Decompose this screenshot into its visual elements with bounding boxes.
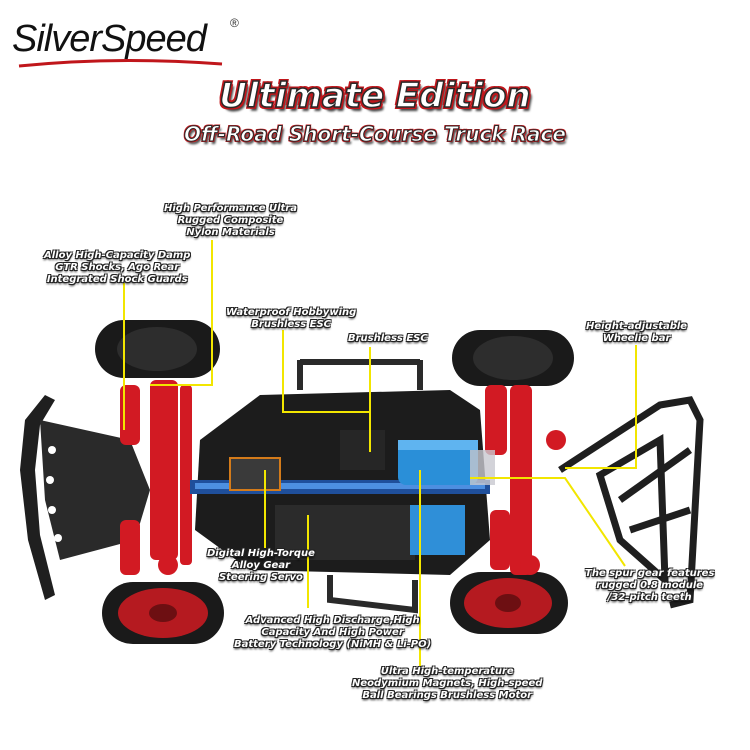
- callout-shocks-line-2: GTR Shocks, Ago Rear: [55, 262, 180, 273]
- rear-left-wheel: [452, 330, 574, 386]
- rear-suspension: [485, 385, 566, 575]
- callout-motor-line-3: Ball Bearings Brushless Motor: [362, 690, 533, 701]
- callout-battery-line-3: Battery Technology (NiMH & Li-PO): [234, 639, 432, 650]
- callout-spur-gear-line-2: rugged 0.8 module: [596, 580, 704, 591]
- logo-swoosh-icon: [18, 58, 223, 68]
- callout-spur-gear: The spur gear features rugged 0.8 module…: [585, 568, 714, 604]
- callout-spur-gear-line-1: The spur gear features: [585, 568, 715, 579]
- callout-composite-line-2: Rugged Composite: [177, 215, 284, 226]
- callout-shocks: Alloy High-Capacity Damp GTR Shocks, Ago…: [44, 250, 190, 286]
- callout-composite-line-1: High Performance Ultra: [164, 203, 297, 214]
- blue-battery: [410, 505, 465, 555]
- callout-wheelie-bar-line-1: Height-adjustable: [586, 321, 688, 332]
- subtitle-truck-race: Off-Road Short-Course Truck Race: [184, 122, 567, 147]
- callout-spur-gear-line-3: /32-pitch teeth: [607, 592, 692, 603]
- esc-unit: [340, 430, 385, 470]
- callout-motor-line-1: Ultra High-temperature: [380, 666, 514, 677]
- callout-leader-lines: [123, 240, 637, 666]
- callout-wheelie-bar: Height-adjustable Wheelie bar: [586, 321, 687, 345]
- callout-battery: Advanced High Discharge,High Capacity An…: [234, 615, 431, 651]
- title-ultimate-edition: Ultimate Edition: [219, 75, 532, 117]
- brushless-motor: [398, 440, 495, 485]
- callout-brushless-esc-line-1: Brushless ESC: [348, 333, 428, 344]
- steering-servo: [229, 457, 281, 491]
- callout-servo-line-3: Steering Servo: [218, 572, 303, 583]
- callout-waterproof-esc-line-2: Brushless ESC: [251, 319, 331, 330]
- registered-mark: ®: [230, 16, 239, 30]
- callout-motor-line-2: Neodymium Magnets, High-speed: [352, 678, 543, 689]
- callout-servo-line-2: Alloy Gear: [231, 560, 291, 571]
- callout-shocks-line-1: Alloy High-Capacity Damp: [44, 250, 191, 261]
- callout-steering-servo: Digital High-Torque Alloy Gear Steering …: [207, 548, 315, 584]
- brand-logo: SilverSpeed ®: [12, 16, 242, 68]
- callout-wheelie-bar-line-2: Wheelie bar: [602, 333, 671, 344]
- callout-servo-line-1: Digital High-Torque: [207, 548, 315, 559]
- callout-shocks-line-3: Integrated Shock Guards: [46, 274, 188, 285]
- callout-composite-line-3: Nylon Materials: [186, 227, 275, 238]
- callout-composite-materials: High Performance Ultra Rugged Composite …: [164, 203, 297, 239]
- callout-battery-line-2: Capacity And High Power: [261, 627, 404, 638]
- rear-right-wheel: [450, 572, 568, 634]
- front-right-wheel: [102, 582, 224, 644]
- callout-waterproof-esc: Waterproof Hobbywing Brushless ESC: [226, 307, 356, 331]
- battery-pack: [275, 505, 415, 560]
- front-left-wheel: [95, 320, 220, 378]
- callout-waterproof-esc-line-1: Waterproof Hobbywing: [226, 307, 357, 318]
- callout-motor: Ultra High-temperature Neodymium Magnets…: [352, 666, 542, 702]
- callout-battery-line-1: Advanced High Discharge,High: [245, 615, 420, 626]
- wheelie-bar: [558, 396, 704, 609]
- callout-brushless-esc: Brushless ESC: [348, 333, 428, 345]
- brand-name: SilverSpeed: [12, 18, 207, 60]
